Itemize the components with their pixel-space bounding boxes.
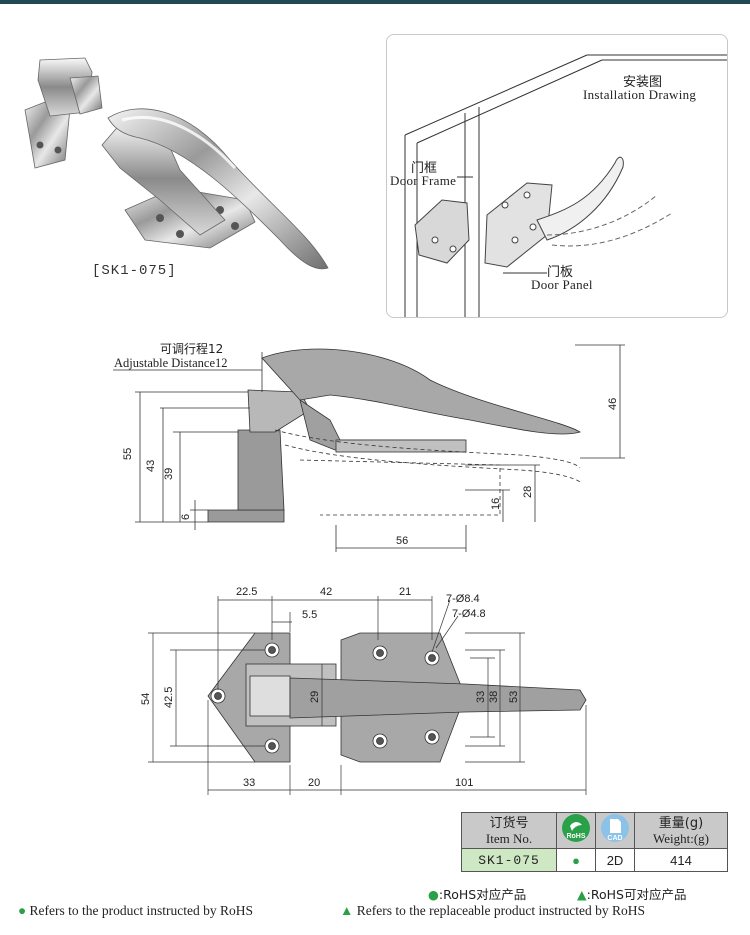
adjustable-distance-cn: 可调行程12 [160, 341, 223, 356]
hole-small-spec: 7-Ø4.8 [452, 608, 486, 620]
dim-22-5: 22.5 [236, 586, 257, 598]
door-panel-label-cn: 门板 [547, 265, 574, 280]
legend-triangle-icon: ▲ [577, 887, 587, 902]
legend-replaceable-en-text: Refers to the replaceable product instru… [356, 903, 646, 918]
cell-rohs: ● [556, 848, 596, 872]
legend-rohs-en-text: Refers to the product instructed by RoHS [29, 903, 253, 918]
rohs-dot-icon: ● [572, 852, 580, 868]
dim-56: 56 [396, 535, 408, 547]
dim-101: 101 [455, 777, 473, 789]
legend-dot-icon: ● [428, 887, 439, 902]
legend-replaceable-cn: ▲:RoHS可对应产品 [577, 884, 686, 903]
cad-badge-text: CAD [607, 835, 622, 842]
door-frame-label-cn: 门框 [411, 161, 438, 176]
dim-46: 46 [607, 398, 619, 410]
dim-42-5: 42.5 [163, 687, 175, 708]
dim-33-vertical: 33 [475, 691, 487, 703]
product-photo [10, 50, 350, 290]
cad-badge-icon: CAD [601, 814, 629, 842]
header-item-no-en: Item No. [485, 830, 533, 846]
dim-28: 28 [522, 486, 534, 498]
dim-55: 55 [122, 448, 134, 460]
rohs-badge-text: RoHS [566, 833, 585, 840]
legend-replaceable-en: ▲ Refers to the replaceable product inst… [340, 903, 645, 919]
dim-38: 38 [488, 691, 500, 703]
installation-title-en: Installation Drawing [583, 87, 697, 102]
door-frame-label-en: Door Frame [390, 173, 457, 188]
header-weight-en: Weight:(g) [653, 830, 709, 846]
dim-20: 20 [308, 777, 320, 789]
dim-5-5: 5.5 [302, 609, 317, 621]
header-weight-cn: 重量(g) [658, 815, 704, 831]
spec-table-row: SK1-075 ● 2D 414 [461, 848, 728, 872]
dim-33-horizontal: 33 [243, 777, 255, 789]
cell-cad: 2D [595, 848, 635, 872]
header-cad: CAD [595, 812, 635, 849]
dim-16: 16 [490, 498, 502, 510]
rohs-badge-icon: RoHS [562, 814, 590, 842]
cell-weight: 414 [634, 848, 728, 872]
header-item-no: 订货号 Item No. [461, 812, 557, 849]
legend-dot-icon-en: ● [18, 903, 27, 918]
installation-drawing-panel: 安装图 Installation Drawing 门框 Door Frame 门… [386, 34, 728, 318]
spec-table: 订货号 Item No. RoHS CAD 重量(g) Weight:(g) S… [461, 812, 728, 872]
installation-sketch [404, 54, 727, 317]
header-item-no-cn: 订货号 [489, 815, 529, 831]
installation-title-cn: 安装图 [623, 75, 663, 90]
header-weight: 重量(g) Weight:(g) [634, 812, 728, 849]
dim-42-top: 42 [320, 586, 332, 598]
top-banner-strip [0, 0, 750, 4]
dim-21: 21 [399, 586, 411, 598]
product-code-label: [SK1-075] [92, 263, 177, 279]
legend-triangle-icon-en: ▲ [340, 903, 354, 918]
hole-large-spec: 7-Ø8.4 [446, 593, 480, 605]
dim-43: 43 [145, 460, 157, 472]
dim-29: 29 [309, 691, 321, 703]
dim-54: 54 [140, 693, 152, 705]
legend-rohs-cn: ●:RoHS对应产品 [428, 884, 526, 903]
legend-rohs-cn-text: :RoHS对应产品 [438, 887, 527, 902]
dim-6: 6 [180, 514, 192, 520]
product-photo-illustration [24, 57, 329, 270]
door-panel-label-en: Door Panel [531, 277, 593, 292]
legend-replaceable-cn-text: :RoHS可对应产品 [586, 887, 687, 902]
header-rohs: RoHS [556, 812, 596, 849]
adjustable-distance-en: Adjustable Distance12 [114, 356, 228, 370]
dim-53: 53 [508, 691, 520, 703]
dim-39: 39 [163, 468, 175, 480]
spec-table-header-row: 订货号 Item No. RoHS CAD 重量(g) Weight:(g) [461, 812, 728, 849]
cell-item-no: SK1-075 [461, 848, 557, 872]
legend-rohs-en: ● Refers to the product instructed by Ro… [18, 903, 253, 919]
